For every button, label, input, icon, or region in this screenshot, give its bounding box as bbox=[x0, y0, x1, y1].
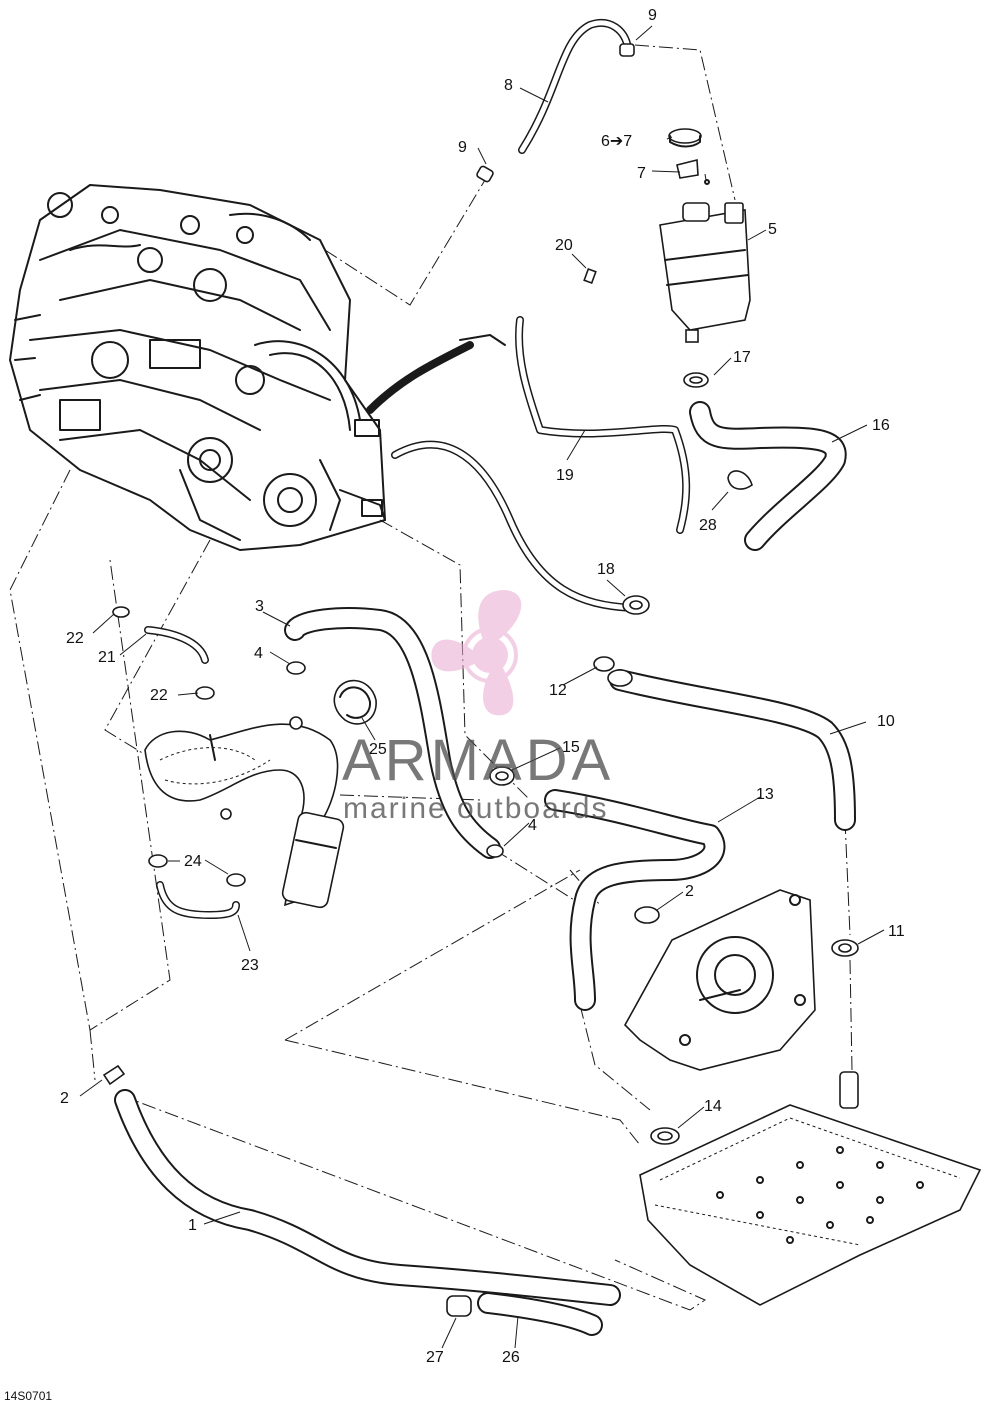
callout-2-bottom: 2 bbox=[60, 1090, 69, 1107]
callout-22-bottom: 22 bbox=[150, 687, 168, 704]
callout-5: 5 bbox=[768, 221, 777, 238]
callout-26: 26 bbox=[502, 1349, 520, 1366]
vent-hose-19[interactable] bbox=[515, 316, 691, 534]
callout-13: 13 bbox=[756, 786, 774, 803]
clamp-9-top[interactable] bbox=[619, 43, 635, 57]
callout-24: 24 bbox=[184, 853, 202, 870]
clamp-24-left[interactable] bbox=[148, 854, 168, 868]
callout-9-bottom: 9 bbox=[458, 139, 467, 156]
tank-cap-6-7[interactable] bbox=[668, 128, 702, 148]
clamp-22-top[interactable] bbox=[112, 606, 130, 618]
clamp-9-bottom[interactable] bbox=[476, 165, 494, 183]
ride-plate-bolts bbox=[716, 1146, 924, 1244]
clamp-15[interactable] bbox=[489, 766, 515, 786]
clamp-2-middle[interactable] bbox=[634, 906, 660, 924]
clamp-4-top[interactable] bbox=[286, 661, 306, 675]
ride-plate-cooler bbox=[639, 1071, 982, 1306]
callout-9-top: 9 bbox=[648, 7, 657, 24]
hose-10[interactable] bbox=[609, 669, 856, 831]
callout-3: 3 bbox=[255, 598, 264, 615]
clamp-11[interactable] bbox=[831, 939, 859, 957]
clamp-17[interactable] bbox=[683, 372, 709, 388]
callout-6-7: 6➔7 bbox=[601, 133, 632, 150]
pump-housing bbox=[624, 889, 816, 1071]
callout-12: 12 bbox=[549, 682, 567, 699]
clamp-18[interactable] bbox=[622, 595, 650, 615]
callout-14: 14 bbox=[704, 1098, 722, 1115]
callout-17: 17 bbox=[733, 349, 751, 366]
clamp-14[interactable] bbox=[650, 1127, 680, 1145]
callout-25: 25 bbox=[369, 741, 387, 758]
callout-8: 8 bbox=[504, 77, 513, 94]
clamp-12[interactable] bbox=[593, 656, 633, 687]
propeller-logo-icon bbox=[431, 590, 522, 716]
hose-23[interactable] bbox=[156, 881, 240, 919]
hose-3[interactable] bbox=[284, 607, 501, 859]
leader-lines bbox=[79, 25, 885, 1349]
callout-18: 18 bbox=[597, 561, 615, 578]
manifold-hose-assembly bbox=[144, 716, 345, 909]
coolant-reservoir-tank-5[interactable] bbox=[659, 202, 751, 343]
callout-10: 10 bbox=[877, 713, 895, 730]
sleeve-27[interactable] bbox=[446, 1295, 472, 1317]
callout-7: 7 bbox=[637, 165, 646, 182]
callout-16: 16 bbox=[872, 417, 890, 434]
hose-13[interactable] bbox=[544, 789, 726, 1011]
clamp-4-bottom[interactable] bbox=[486, 844, 504, 858]
fitting-20[interactable] bbox=[583, 267, 597, 285]
watermark-brand: ARMADA bbox=[342, 728, 614, 793]
overflow-hose-8[interactable] bbox=[518, 19, 632, 154]
callout-21: 21 bbox=[98, 649, 116, 666]
callout-4-bottom: 4 bbox=[528, 817, 537, 834]
callout-11: 11 bbox=[888, 923, 905, 940]
clamp-2-bottom[interactable] bbox=[102, 1064, 126, 1086]
callout-1: 1 bbox=[188, 1217, 197, 1234]
callout-23: 23 bbox=[241, 957, 259, 974]
drawing-code: 14S0701 bbox=[4, 1389, 52, 1403]
watermark-tagline: marine outboards bbox=[343, 792, 608, 825]
hose-1[interactable] bbox=[114, 1089, 621, 1306]
clamp-24-right[interactable] bbox=[226, 873, 246, 887]
callout-19: 19 bbox=[556, 467, 574, 484]
callout-15: 15 bbox=[562, 739, 580, 756]
callout-4-top: 4 bbox=[254, 645, 263, 662]
cap-gasket-7[interactable] bbox=[676, 158, 710, 185]
callout-27: 27 bbox=[426, 1349, 444, 1366]
clamp-22-bottom[interactable] bbox=[195, 686, 215, 700]
hose-21[interactable] bbox=[144, 626, 209, 664]
callout-22-top: 22 bbox=[66, 630, 84, 647]
callout-28: 28 bbox=[699, 517, 717, 534]
supply-hose bbox=[366, 341, 636, 612]
callout-labels: 9 8 9 6➔7 7 5 20 17 16 19 28 18 22 21 3 … bbox=[60, 7, 905, 1366]
callout-20: 20 bbox=[555, 237, 573, 254]
clamp-28[interactable] bbox=[727, 470, 753, 490]
engine-assembly bbox=[9, 184, 386, 551]
hose-26[interactable] bbox=[477, 1292, 603, 1336]
o-ring-25[interactable] bbox=[333, 679, 377, 725]
callout-2-middle: 2 bbox=[685, 883, 694, 900]
hose-16[interactable] bbox=[689, 401, 847, 551]
watermark: ARMADA marine outboards bbox=[342, 590, 614, 825]
